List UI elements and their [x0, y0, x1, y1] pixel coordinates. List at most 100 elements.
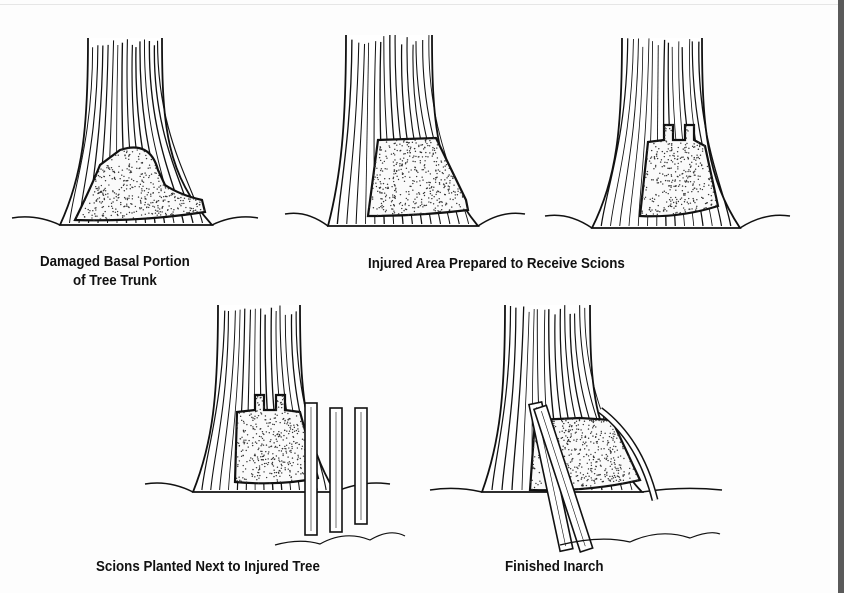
stipple-dot: [699, 188, 702, 190]
stipple-dot: [649, 206, 651, 209]
stipple-dot: [436, 199, 438, 201]
stipple-dot: [164, 187, 167, 189]
stipple-dot: [615, 445, 617, 448]
stipple-dot: [575, 425, 578, 427]
stipple-dot: [451, 206, 453, 208]
ground-line: [211, 216, 259, 226]
stipple-dot: [646, 158, 648, 160]
stipple-dot: [153, 199, 155, 201]
bark-grain: [637, 38, 650, 227]
stipple-dot: [161, 211, 163, 213]
stipple-dot: [428, 145, 431, 147]
stipple-dot: [615, 467, 617, 470]
stipple-dot: [120, 186, 123, 189]
stipple-dot: [587, 437, 590, 439]
stipple-dot: [444, 204, 447, 206]
stipple-dot: [532, 439, 535, 441]
stipple-dot: [711, 185, 713, 187]
stipple-dot: [445, 182, 447, 184]
stipple-dot: [159, 214, 162, 216]
stipple-dot: [649, 210, 652, 213]
stipple-dot: [143, 176, 145, 179]
stipple-dot: [606, 457, 608, 459]
stipple-dot: [145, 157, 148, 160]
stipple-dot: [123, 183, 125, 185]
stipple-dot: [268, 432, 270, 434]
stipple-dot: [612, 437, 614, 440]
stipple-dot: [698, 184, 701, 186]
stipple-dot: [263, 454, 265, 456]
stipple-dot: [641, 212, 644, 214]
stipple-dot: [97, 189, 99, 191]
stipple-dot: [692, 171, 695, 173]
stipple-dot: [393, 180, 395, 183]
stipple-dot: [406, 141, 409, 144]
stipple-dot: [145, 174, 147, 176]
stipple-dot: [275, 438, 278, 440]
stipple-dot: [238, 460, 241, 462]
stipple-dot: [407, 145, 410, 148]
stipple-dot: [416, 170, 418, 172]
stipple-dot: [401, 172, 404, 174]
stipple-dot: [570, 425, 573, 428]
stipple-dot: [578, 488, 580, 490]
stipple-dot: [677, 200, 680, 203]
stipple-dot: [593, 424, 595, 427]
stipple-dot: [575, 448, 577, 450]
stipple-dot: [150, 195, 152, 197]
bark-grain: [610, 38, 634, 227]
stipple-dot: [252, 419, 254, 422]
stipple-dot: [276, 414, 278, 417]
stipple-dot: [242, 420, 245, 423]
stipple-dot: [256, 396, 259, 398]
stipple-dot: [103, 170, 106, 172]
stipple-dot: [381, 170, 384, 172]
stipple-dot: [669, 205, 672, 207]
stipple-dot: [160, 189, 162, 192]
ground-line: [544, 214, 593, 229]
stipple-dot: [97, 174, 100, 177]
stipple-dot: [404, 175, 406, 178]
stipple-dot: [604, 457, 606, 459]
stipple-dot: [113, 171, 116, 174]
stipple-dot: [251, 416, 253, 419]
stipple-dot: [158, 212, 160, 214]
stipple-dot: [414, 198, 416, 200]
stipple-dot: [239, 438, 242, 440]
stipple-dot: [189, 207, 191, 209]
stipple-dot: [642, 196, 644, 199]
stipple-dot: [532, 467, 534, 470]
caption-planted: Scions Planted Next to Injured Tree: [96, 559, 320, 575]
stipple-dot: [136, 161, 138, 163]
stipple-dot: [393, 212, 396, 214]
stipple-dot: [437, 164, 440, 166]
stipple-dot: [263, 433, 265, 436]
stipple-dot: [435, 193, 437, 196]
stipple-dot: [617, 475, 619, 478]
stipple-dot: [421, 203, 423, 205]
stipple-dot: [242, 454, 244, 457]
stipple-dot: [382, 205, 385, 208]
stipple-dot: [459, 192, 462, 194]
stipple-dot: [125, 157, 127, 159]
stipple-dot: [379, 149, 381, 151]
stipple-dot: [655, 155, 658, 157]
stipple-dot: [618, 464, 621, 466]
stipple-dot: [679, 180, 681, 182]
stipple-dot: [137, 196, 140, 198]
stipple-dot: [156, 210, 158, 212]
stipple-dot: [242, 429, 245, 431]
stipple-dot: [126, 168, 128, 170]
stipple-dot: [595, 419, 597, 422]
stipple-dot: [664, 161, 666, 164]
stipple-dot: [451, 177, 454, 180]
stipple-dot: [609, 480, 612, 482]
stipple-dot: [604, 469, 606, 472]
stipple-dot: [594, 451, 596, 454]
stipple-dot: [420, 198, 423, 201]
stipple-dot: [444, 179, 446, 181]
stipple-dot: [297, 430, 300, 432]
stipple-dot: [645, 176, 647, 179]
stipple-dot: [604, 475, 606, 478]
stipple-dot: [432, 153, 434, 156]
